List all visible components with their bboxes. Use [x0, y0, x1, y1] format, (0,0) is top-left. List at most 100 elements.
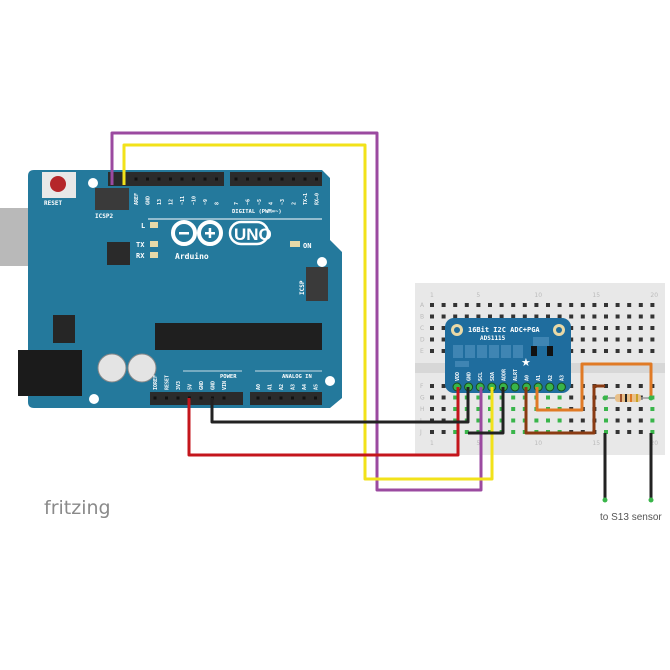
breadboard-hole: [557, 418, 562, 423]
pin-label: ~3: [280, 199, 286, 205]
row-label: F: [420, 383, 424, 390]
breadboard-hole: [476, 418, 481, 423]
breadboard-hole: [650, 314, 655, 319]
header-pin: [157, 177, 161, 181]
breadboard-hole: [592, 303, 597, 307]
breadboard-hole: [615, 407, 620, 411]
breadboard-hole: [441, 326, 446, 330]
adc-pin-alrt: [510, 382, 520, 392]
capacitor: [97, 353, 127, 383]
breadboard-hole: [650, 407, 655, 411]
breadboard-hole: [453, 430, 458, 434]
column-number: 15: [592, 292, 600, 299]
column-number: 5: [476, 292, 480, 299]
pin-label: A5: [314, 384, 320, 390]
capacitor: [127, 353, 157, 383]
arduino-logo: UNO Arduino: [171, 220, 272, 261]
breadboard-hole: [615, 337, 620, 342]
pin-label: 7: [234, 202, 240, 205]
breadboard-hole: [592, 314, 597, 319]
breadboard-hole: [627, 349, 632, 353]
wire-addr-black: [468, 387, 505, 435]
pin-label: 12: [169, 199, 175, 205]
breadboard-hole: [499, 314, 504, 319]
header-pin: [257, 177, 261, 181]
breadboard-hole: [650, 326, 655, 330]
led-rx-label: RX: [136, 252, 145, 260]
header-pin: [303, 177, 307, 181]
header-pin: [203, 177, 207, 181]
breadboard-hole: [604, 314, 608, 319]
breadboard-hole: [488, 418, 492, 423]
breadboard-hole: [534, 303, 539, 307]
breadboard-hole: [511, 395, 516, 400]
breadboard-hole: [604, 337, 608, 342]
pin-label: ~9: [203, 199, 209, 205]
pin-label: ~6: [246, 199, 252, 205]
pin-label: 2: [292, 202, 298, 205]
breadboard-hole: [522, 303, 527, 307]
led-rx: [150, 252, 158, 258]
adc-pin-label: ADDR: [501, 368, 507, 381]
breadboard-hole: [441, 349, 446, 353]
breadboard-hole: [569, 314, 574, 319]
breadboard-hole: [534, 418, 539, 423]
row-label: D: [420, 337, 425, 344]
breadboard-hole: [650, 337, 655, 342]
breadboard-hole: [569, 337, 574, 342]
breadboard-hole: [592, 337, 597, 342]
breadboard-hole: [638, 384, 643, 388]
pin-label: TX→1: [303, 193, 309, 205]
pin-label: GND: [199, 381, 205, 390]
breadboard-hole: [638, 430, 643, 434]
pin-label: 13: [157, 199, 163, 205]
breadboard-hole: [580, 337, 585, 342]
header-pin: [246, 177, 249, 181]
pin-label: GND: [146, 196, 152, 205]
breadboard-hole: [604, 407, 608, 411]
breadboard-hole: [638, 303, 643, 307]
adc-pin-label: A2: [548, 375, 554, 381]
breadboard-hole: [488, 407, 492, 411]
pin-label: GND: [211, 381, 217, 390]
header-pin: [146, 177, 149, 181]
breadboard-hole: [476, 395, 481, 400]
led-l: [150, 222, 158, 228]
breadboard-hole: [488, 303, 492, 307]
breadboard-hole: [638, 314, 643, 319]
header-pin: [199, 396, 203, 400]
row-label: A: [420, 302, 425, 309]
pin-label: ~10: [192, 196, 198, 205]
breadboard-hole: [430, 349, 434, 353]
adc-pin-label: A0: [525, 375, 531, 381]
breadboard-hole: [441, 384, 446, 388]
breadboard-hole: [464, 303, 469, 307]
breadboard-hole: [638, 337, 643, 342]
pin-label: ~11: [180, 196, 186, 205]
breadboard-hole: [569, 418, 574, 423]
breadboard-hole: [638, 407, 643, 411]
pin-label: A2: [279, 384, 285, 390]
breadboard-hole: [569, 349, 574, 353]
breadboard-hole: [615, 384, 620, 388]
wire-sda-yellow: [122, 143, 494, 481]
breadboard-hole: [488, 395, 492, 400]
breadboard-hole: [580, 314, 585, 319]
breadboard-hole: [499, 303, 504, 307]
power-label: POWER: [220, 374, 237, 380]
breadboard-hole: [615, 314, 620, 319]
digital-header-left: [108, 172, 224, 186]
breadboard-hole: [430, 337, 434, 342]
pin-label: A3: [291, 384, 297, 390]
breadboard-hole: [511, 430, 516, 434]
adc-pin-label: A1: [536, 375, 542, 381]
pin-label: 3V3: [176, 381, 182, 390]
usb-chip: [107, 242, 130, 265]
header-pin: [192, 177, 195, 181]
reset-button-cap[interactable]: [50, 176, 66, 192]
header-pin: [269, 177, 272, 181]
breadboard-hole: [430, 395, 434, 400]
fritzing-logo: fritzing: [44, 497, 111, 519]
reset-label: RESET: [44, 200, 62, 207]
